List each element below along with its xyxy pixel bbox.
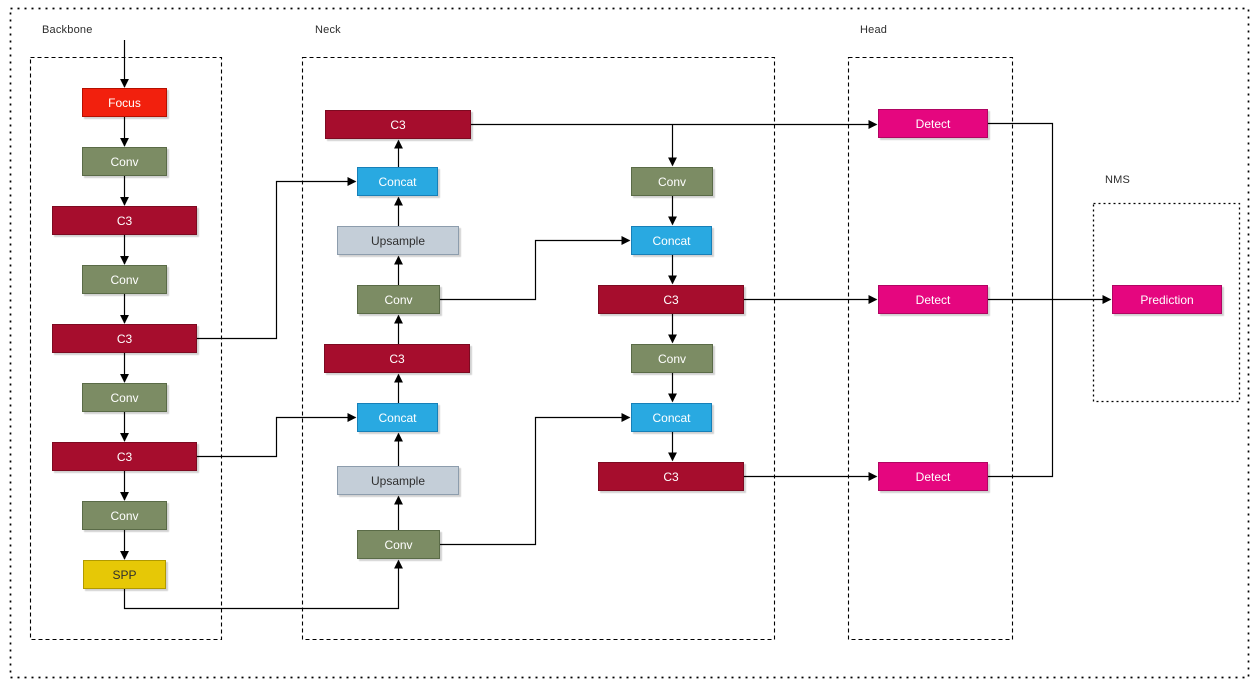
head-section-box — [847, 56, 1014, 641]
node-neck-concat-r2: Concat — [631, 403, 712, 432]
edge-convmid-concatr1 — [440, 236, 631, 301]
outer-dotted-border — [9, 7, 1250, 679]
node-neck-conv-r2: Conv — [631, 344, 713, 373]
edge-c32-concat-top — [197, 177, 357, 340]
node-neck-c3-r2: C3 — [598, 462, 744, 491]
neck-section-label: Neck — [315, 24, 341, 36]
node-neck-conv-mid: Conv — [357, 285, 440, 314]
node-neck-concat-low: Concat — [357, 403, 438, 432]
node-neck-upsample-low: Upsample — [337, 466, 459, 495]
node-head-detect-1: Detect — [878, 109, 988, 138]
nms-section-label: NMS — [1105, 174, 1131, 186]
node-backbone-c3-2: C3 — [52, 324, 197, 353]
node-neck-conv-r1: Conv — [631, 167, 713, 196]
backbone-section-box — [29, 56, 223, 641]
nms-section-box — [1092, 202, 1241, 403]
node-backbone-conv-2: Conv — [82, 265, 167, 294]
connectors — [120, 40, 1112, 610]
node-backbone-c3-3: C3 — [52, 442, 197, 471]
neck-section-box — [301, 56, 776, 641]
node-head-detect-3: Detect — [878, 462, 988, 491]
node-neck-concat-r1: Concat — [631, 226, 712, 255]
node-backbone-conv-4: Conv — [82, 501, 167, 530]
node-head-detect-2: Detect — [878, 285, 988, 314]
node-backbone-conv-1: Conv — [82, 147, 167, 176]
node-backbone-c3-1: C3 — [52, 206, 197, 235]
node-backbone-focus: Focus — [82, 88, 167, 117]
node-neck-upsample-top: Upsample — [337, 226, 459, 255]
edge-spp-conv-low — [123, 559, 403, 610]
backbone-section-label: Backbone — [42, 24, 93, 36]
head-section-label: Head — [860, 24, 888, 36]
edge-convlow-concatr2 — [440, 413, 631, 546]
node-backbone-conv-3: Conv — [82, 383, 167, 412]
node-neck-conv-low: Conv — [357, 530, 440, 559]
node-backbone-spp: SPP — [83, 560, 166, 589]
node-neck-concat-top: Concat — [357, 167, 438, 196]
node-nms-prediction: Prediction — [1112, 285, 1222, 314]
edge-c33-concat-low — [197, 413, 357, 458]
edge-detect1-junction — [988, 122, 1054, 300]
node-neck-c3-r1: C3 — [598, 285, 744, 314]
edge-detect3-junction — [988, 299, 1054, 478]
node-neck-c3-top: C3 — [325, 110, 471, 139]
node-neck-c3-mid: C3 — [324, 344, 470, 373]
